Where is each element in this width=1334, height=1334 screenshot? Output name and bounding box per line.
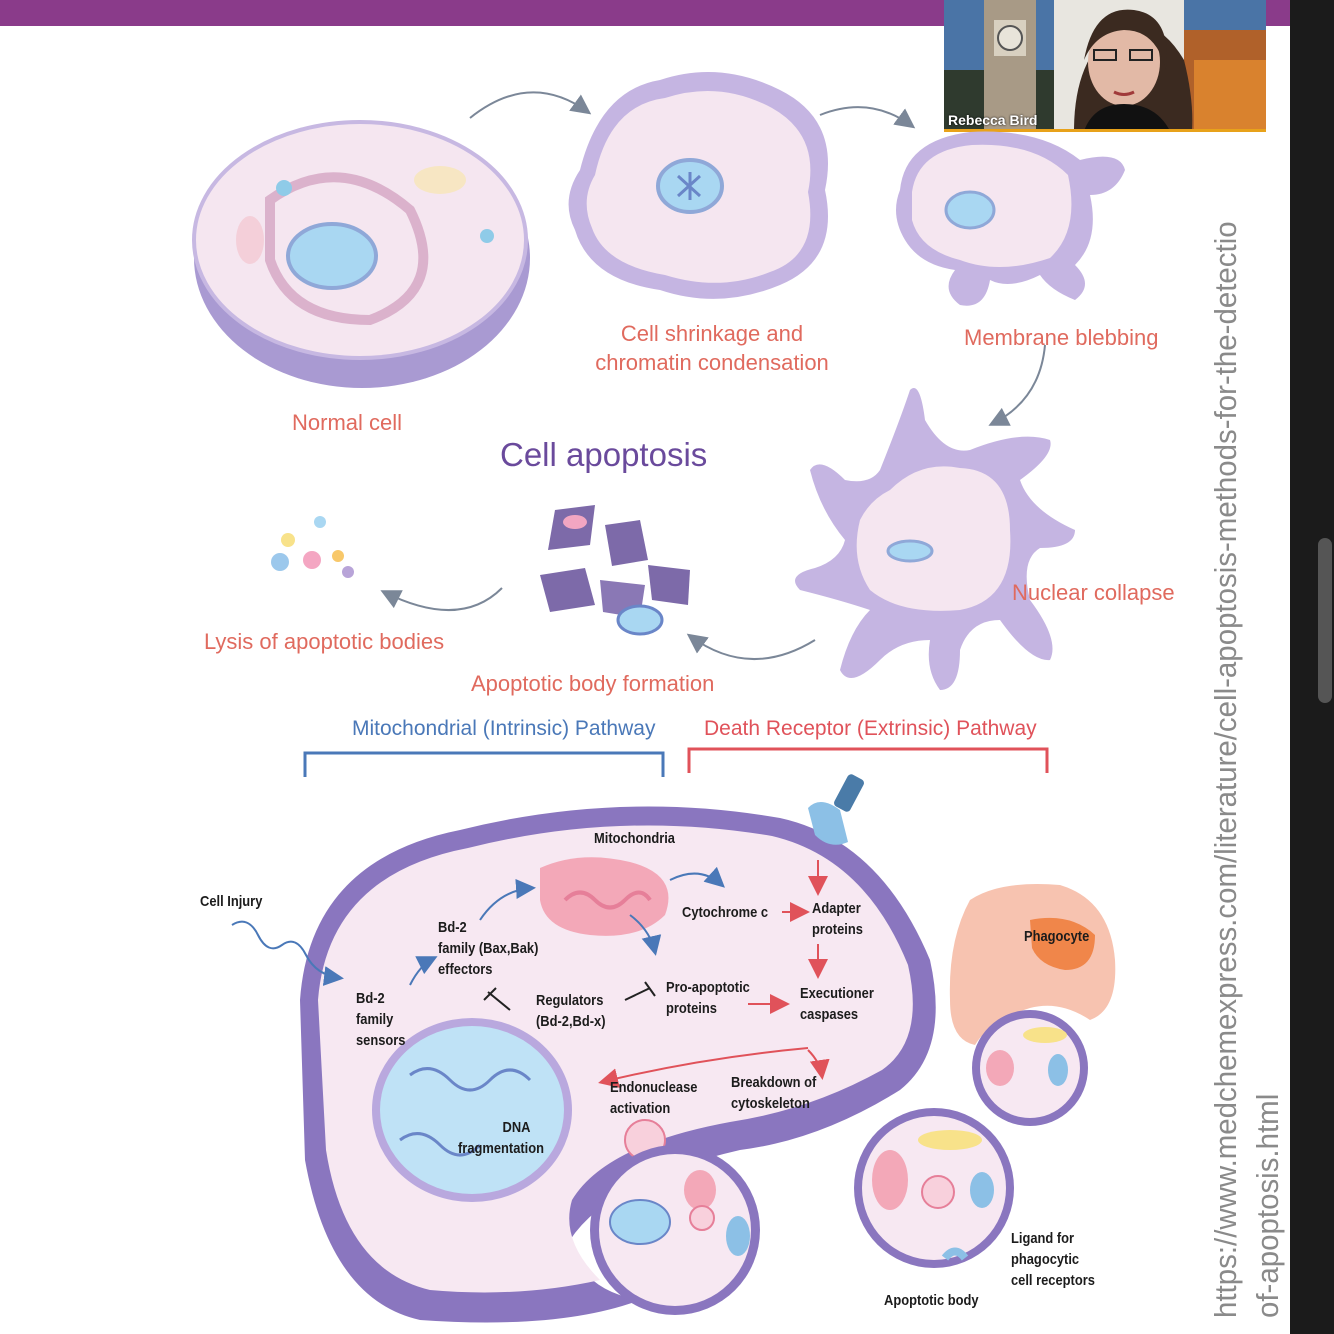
label-sensors-line3: sensors	[356, 1032, 406, 1049]
label-bcl2-effectors-line1: Bd-2	[438, 919, 467, 936]
label-apoptotic-body-formation: Apoptotic body formation	[471, 671, 715, 696]
label-ligand-line1: Ligand for	[1011, 1230, 1075, 1247]
label-breakdown-line2: cytoskeleton	[731, 1095, 810, 1112]
label-ligand-line2: phagocytic	[1011, 1251, 1080, 1268]
apoptotic-body-lower	[854, 1108, 1014, 1268]
label-bcl2-sensors: Bd-2 family sensors	[356, 988, 405, 1051]
label-bcl2-effectors-line3: effectors	[438, 961, 493, 978]
label-extrinsic-pathway: Death Receptor (Extrinsic) Pathway	[704, 717, 1037, 740]
label-breakdown-line1: Breakdown of	[731, 1074, 817, 1091]
cell-injury-arrow	[231, 920, 344, 986]
webcam-highlight-border	[944, 129, 1266, 132]
label-mitochondria: Mitochondria	[594, 830, 675, 847]
label-regulators-line2: (Bd-2,Bd-x)	[536, 1013, 606, 1030]
pathway-arrows	[409, 860, 830, 1088]
notch-body	[590, 1145, 760, 1315]
label-pro-apoptotic-line2: proteins	[666, 1000, 717, 1017]
normal-cell	[192, 120, 530, 388]
label-breakdown-cytoskeleton: Breakdown of cytoskeleton	[731, 1072, 816, 1114]
label-bcl2-effectors-line2: family (Bax,Bak)	[438, 940, 539, 957]
blebbing-cell	[896, 131, 1125, 306]
label-shrinkage: Cell shrinkage and chromatin condensatio…	[584, 319, 840, 377]
label-dna-line2: fragmentation	[458, 1140, 545, 1157]
label-endonuclease-line1: Endonuclease	[610, 1079, 698, 1096]
label-bcl2-effectors: Bd-2 family (Bax,Bak) effectors	[438, 917, 538, 980]
label-phagocyte: Phagocyte	[1024, 928, 1090, 945]
label-cell-injury: Cell Injury	[200, 893, 263, 910]
source-url-line1[interactable]: https://www.medchemexpress.com/literatur…	[1208, 221, 1243, 1318]
label-executioner-line1: Executioner	[800, 985, 874, 1002]
label-nuclear-collapse: Nuclear collapse	[1012, 580, 1175, 605]
phagocyte	[949, 884, 1116, 1126]
label-regulators-line1: Regulators	[536, 992, 604, 1009]
label-intrinsic-pathway: Mitochondrial (Intrinsic) Pathway	[352, 717, 656, 740]
label-pro-apoptotic: Pro-apoptotic proteins	[666, 977, 750, 1019]
label-ligand: Ligand for phagocytic cell receptors	[1011, 1228, 1095, 1291]
death-receptor	[808, 774, 864, 845]
presenter-webcam[interactable]: Rebecca Bird	[944, 0, 1266, 131]
label-executioner-line2: caspases	[800, 1006, 859, 1023]
apoptotic-bodies	[540, 505, 690, 636]
extrinsic-bracket	[687, 747, 1049, 773]
label-sensors-line2: family	[356, 1011, 394, 1028]
webcam-scene	[944, 0, 1266, 131]
label-adapter-line2: proteins	[812, 921, 863, 938]
source-url-line2[interactable]: of-apoptosis.html	[1250, 1093, 1285, 1318]
label-apoptotic-body: Apoptotic body	[884, 1292, 979, 1309]
label-shrinkage-line2: chromatin condensation	[595, 350, 829, 375]
label-membrane-blebbing: Membrane blebbing	[964, 325, 1159, 350]
shrinkage-cell	[568, 72, 828, 299]
lysis-fragments	[271, 516, 354, 578]
label-dna-fragmentation: DNA fragmentation	[458, 1117, 544, 1159]
label-regulators: Regulators (Bd-2,Bd-x)	[536, 990, 606, 1032]
label-endonuclease-line2: activation	[610, 1100, 671, 1117]
nuclear-collapse-cell	[795, 388, 1075, 690]
big-cell	[300, 806, 936, 1323]
label-sensors-line1: Bd-2	[356, 990, 385, 1007]
label-adapter-proteins: Adapter proteins	[812, 898, 863, 940]
label-dna-line1: DNA	[502, 1119, 531, 1136]
intrinsic-bracket	[303, 751, 665, 777]
apoptosis-illustration	[192, 72, 1125, 1323]
diagram-title: Cell apoptosis	[500, 436, 708, 473]
label-lysis: Lysis of apoptotic bodies	[204, 629, 445, 654]
presenter-name: Rebecca Bird	[948, 112, 1038, 128]
label-endonuclease: Endonuclease activation	[610, 1077, 697, 1119]
label-executioner-caspases: Executioner caspases	[800, 983, 874, 1025]
stage-arrows	[380, 91, 1046, 660]
label-cytochrome-c: Cytochrome c	[682, 904, 769, 921]
label-normal-cell: Normal cell	[292, 410, 403, 435]
label-adapter-line1: Adapter	[812, 900, 861, 917]
label-ligand-line3: cell receptors	[1011, 1272, 1095, 1289]
scrollbar-thumb[interactable]	[1318, 538, 1332, 703]
label-shrinkage-line1: Cell shrinkage and	[620, 321, 804, 346]
label-pro-apoptotic-line1: Pro-apoptotic	[666, 979, 750, 996]
